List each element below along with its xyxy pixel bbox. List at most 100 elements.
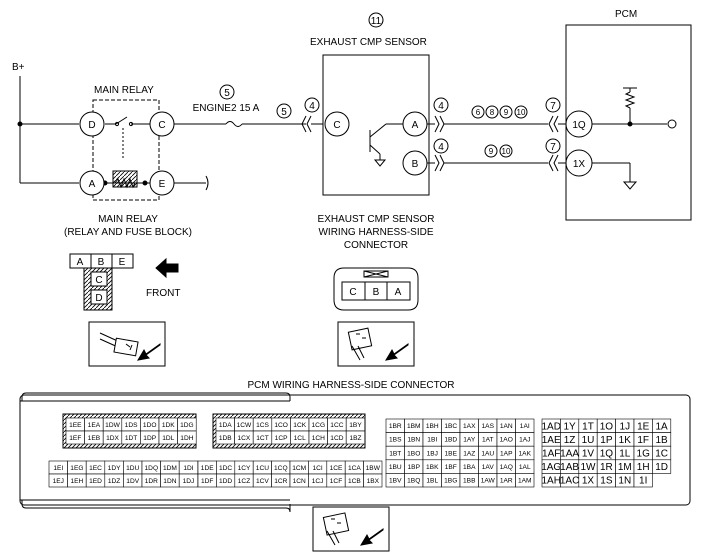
sensor-conn-title-1: EXHAUST CMP SENSOR	[318, 214, 435, 225]
connector-illustration-pcm	[312, 506, 390, 552]
pcm-cavity-label: 1BY	[349, 422, 362, 429]
pcm-cavity-label: 1BZ	[349, 435, 361, 442]
pcm-cavity-label: 1AX	[463, 423, 476, 430]
pcm-cavity-label: 1T	[582, 421, 594, 432]
pcm-cavity-label: 1AW	[481, 478, 496, 485]
pcm-cavity-label: 1CC	[330, 422, 343, 429]
pcm-cavity-label: 1DC	[219, 465, 232, 472]
pcm-cavity-label: 1DY	[108, 465, 121, 472]
pcm-cavity-label: 1CF	[330, 478, 342, 485]
pcm-cavity-label: 1AT	[482, 437, 494, 444]
pcm-cavity-label: 1BM	[407, 423, 421, 430]
pcm-cavity-label: 1DJ	[183, 478, 195, 485]
pcm-cavity-label: 1M	[618, 462, 632, 473]
pcm-cavity-label: 1BK	[426, 464, 439, 471]
pcm-cavity-label: 1BN	[407, 437, 420, 444]
pcm-cavity-label: 1AY	[463, 437, 476, 444]
pcm-pin-1x: 1X	[573, 159, 586, 170]
pcm-cavity-label: 1CD	[330, 435, 343, 442]
ref-4-c: 4	[309, 101, 315, 112]
sensor-conn-title-2: WIRING HARNESS-SIDE	[318, 227, 433, 238]
relay-conn-a: A	[77, 257, 84, 268]
pcm-cavity-label: 1DR	[145, 478, 158, 485]
pcm-cavity-label: 1V	[582, 449, 595, 460]
pcm-cavity-label: 1DG	[180, 422, 194, 429]
pcm-cavity-label: 1CU	[256, 465, 269, 472]
ref-b-9: 9	[489, 147, 494, 156]
pcm-cavity-label: 1EF	[69, 435, 81, 442]
pcm-cavity-label: 1Q	[600, 449, 614, 460]
pcm-cavity	[363, 473, 383, 488]
sensor-pin-a: A	[412, 120, 419, 131]
ref-4-a: 4	[438, 101, 444, 112]
pcm-cavity-label: 1G	[637, 449, 651, 460]
ref-5-wire: 5	[281, 107, 287, 118]
b-plus-label: B+	[12, 62, 25, 73]
pcm-cavity-label: 1L	[619, 449, 631, 460]
pcm-cavity-label: 1DO	[143, 422, 157, 429]
pcm-cavity-label: 1F	[637, 435, 649, 446]
pcm-cavity-label: 1BU	[389, 464, 402, 471]
pcm-cavity-label: 1EJ	[53, 478, 64, 485]
ref-a-6: 6	[476, 108, 481, 117]
pcm-cavity-label: 1CI	[312, 465, 322, 472]
pcm-cavity-label: 1AZ	[463, 450, 475, 457]
pcm-cavity-label: 1DF	[201, 478, 213, 485]
sensor-conn-b: B	[373, 287, 380, 298]
pcm-cavity-label: 1CP	[275, 435, 288, 442]
pcm-cavity-label: 1BP	[408, 464, 421, 471]
pcm-cavity-label: 1DT	[125, 435, 137, 442]
pcm-cavity-label: 1P	[600, 435, 613, 446]
connector-illustration-sensor	[337, 321, 415, 367]
pcm-cavity-label: 1AB	[560, 462, 579, 473]
pcm-cavity-label: 1BF	[445, 464, 457, 471]
pcm-cavity-label: 1BL	[426, 478, 438, 485]
ref-a-9: 9	[504, 108, 509, 117]
pcm-cavity-label: 1ED	[89, 478, 102, 485]
pcm-cavity-label: 1DK	[162, 422, 175, 429]
pcm-label: PCM	[615, 9, 637, 20]
pcm-cavity-label: 1AQ	[500, 464, 513, 471]
relay-conn-d: D	[95, 293, 102, 304]
pcm-cavity-label: 1CY	[238, 465, 251, 472]
relay-terminal-d	[79, 111, 105, 137]
schematic-text: D C A E ENGINE2 15 A C A B 1Q 1X 11 5 5 …	[64, 16, 586, 251]
ref-11: 11	[371, 16, 382, 27]
pcm-cavity-label: 1AI	[520, 423, 530, 430]
pcm-cavity-label: 1U	[582, 435, 595, 446]
pcm-cavity-label: 1AV	[482, 464, 495, 471]
relay-terminal-a	[79, 170, 105, 196]
pcm-cavity-label: 1O	[600, 421, 614, 432]
connector-illustration-relay	[88, 321, 166, 367]
pcm-cavity-label: 1X	[582, 476, 595, 487]
sensor-pin-b: B	[412, 159, 419, 170]
pcm-cavity-label: 1CR	[274, 478, 287, 485]
pcm-cavity-label: 1DI	[183, 465, 193, 472]
pcm-cavity-label: 1EE	[69, 422, 82, 429]
relay-pin-a: A	[89, 179, 96, 190]
pcm-cavity-label: 1DX	[106, 435, 119, 442]
pcm-cavity-label: 1DU	[126, 465, 139, 472]
pcm-cavity-label: 1EA	[88, 422, 101, 429]
pcm-cavity-label: 1D	[655, 462, 668, 473]
pcm-cavity-label: 1CJ	[312, 478, 324, 485]
pcm-cavity-label: 1BC	[444, 423, 457, 430]
pcm-cavity-label: 1J	[620, 421, 631, 432]
pcm-cavity-label: 1BT	[389, 450, 401, 457]
pcm-cavity-label: 1BH	[426, 423, 439, 430]
pcm-cavity-label: 1AK	[519, 450, 532, 457]
pcm-cavity-label: 1BQ	[407, 478, 420, 485]
fuse-label: ENGINE2 15 A	[193, 103, 260, 114]
front-arrow-icon	[155, 257, 179, 279]
main-relay-label: MAIN RELAY	[94, 85, 154, 96]
pcm-cavity-label: 1H	[637, 462, 650, 473]
pcm-cavity-label: 1BW	[366, 465, 381, 472]
pcm-cavity-label: 1CW	[237, 422, 252, 429]
pcm-cavity-label: 1DW	[105, 422, 120, 429]
sensor-conn-a: A	[395, 287, 402, 298]
pcm-cavity-label: 1CE	[330, 465, 343, 472]
ref-7-b: 7	[550, 142, 556, 153]
ref-b-10: 10	[502, 147, 511, 156]
sensor-conn-c: C	[349, 287, 356, 298]
